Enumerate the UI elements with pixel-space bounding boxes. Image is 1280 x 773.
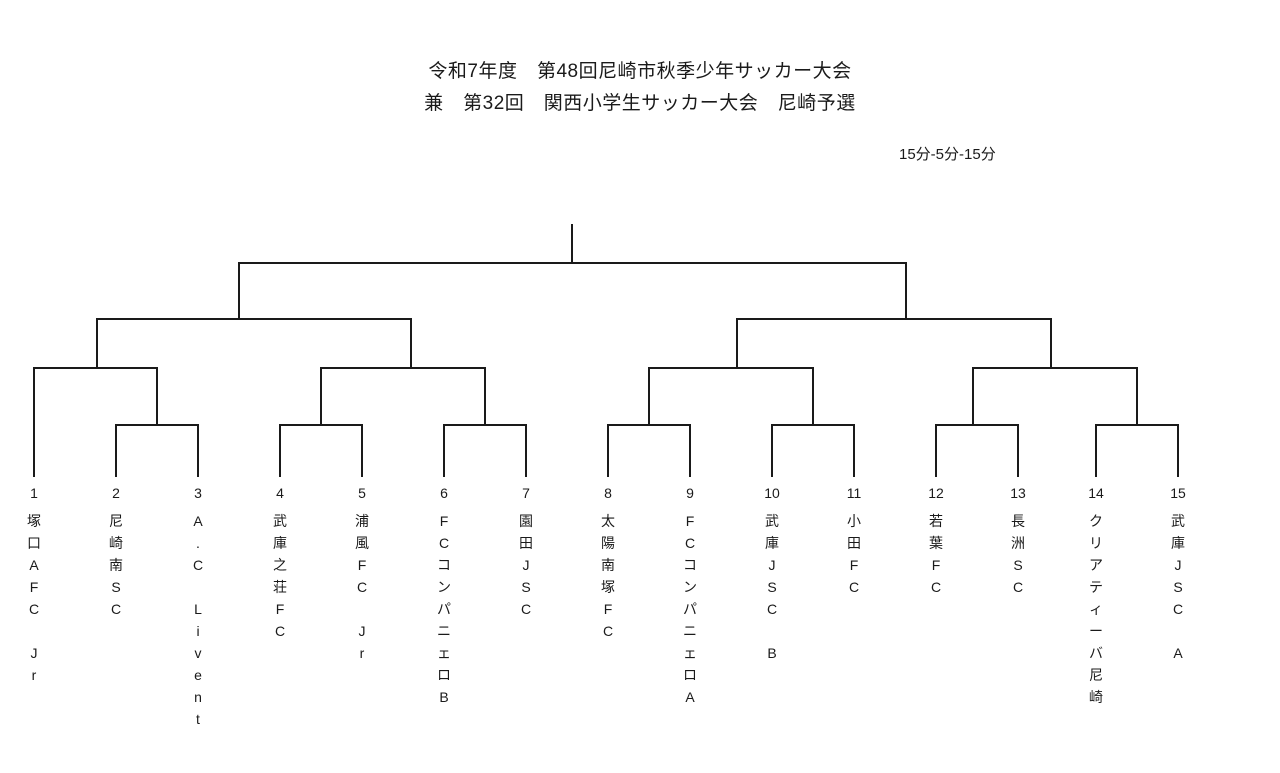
semifinal-2-left-drop [736, 318, 738, 369]
seed-10-number: 10 [764, 485, 780, 501]
seed-5-number: 5 [358, 485, 366, 501]
quarterfinal-3-right-drop [812, 367, 814, 426]
round1-match-10v11-bar [771, 424, 855, 426]
round1-match-10v11-right-drop [853, 424, 855, 477]
seed-12[interactable]: 12 若 葉 F C [913, 484, 959, 598]
seed-6[interactable]: 6 F C コ ン パ ニ ェ ロ B [421, 484, 467, 708]
quarterfinal-3-bar [648, 367, 814, 369]
seed-12-name: 若 葉 F C [929, 513, 943, 595]
semifinal-1-left-drop [96, 318, 98, 369]
round1-match-2v3-left-drop [115, 424, 117, 477]
round1-match-8v9-left-drop [607, 424, 609, 477]
round1-match-8v9-bar [607, 424, 691, 426]
seed-11[interactable]: 11 小 田 F C [831, 484, 877, 598]
seed-9-name: F C コ ン パ ニ ェ ロ A [683, 513, 697, 705]
semifinal-2-right-drop [1050, 318, 1052, 369]
seed-1[interactable]: 1 塚 口 A F C J r [11, 484, 57, 686]
semifinal-2-bar [736, 318, 1052, 320]
quarterfinal-4-bar [972, 367, 1138, 369]
round1-match-2v3-right-drop [197, 424, 199, 477]
round1-match-6v7-left-drop [443, 424, 445, 477]
seed-7-name: 園 田 J S C [519, 513, 533, 617]
quarterfinal-4-right-drop [1136, 367, 1138, 426]
seed-13-number: 13 [1010, 485, 1026, 501]
round1-match-4v5-bar [279, 424, 363, 426]
final-left-drop [238, 262, 240, 320]
seed-6-name: F C コ ン パ ニ ェ ロ B [437, 513, 451, 705]
seed-4-name: 武 庫 之 荘 F C [273, 513, 287, 639]
seed-14-number: 14 [1088, 485, 1104, 501]
seed-6-number: 6 [440, 485, 448, 501]
seed-2-name: 尼 崎 南 S C [109, 513, 123, 617]
seed-12-number: 12 [928, 485, 944, 501]
round1-match-12v13-left-drop [935, 424, 937, 477]
seed-9-number: 9 [686, 485, 694, 501]
seed-8-number: 8 [604, 485, 612, 501]
round1-match-14v15-bar [1095, 424, 1179, 426]
seed-8[interactable]: 8 太 陽 南 塚 F C [585, 484, 631, 642]
seed-8-name: 太 陽 南 塚 F C [601, 513, 615, 639]
title-line-2: 兼 第32回 関西小学生サッカー大会 尼崎予選 [424, 93, 856, 114]
semifinal-1-bar [96, 318, 412, 320]
seed-7-number: 7 [522, 485, 530, 501]
seed-4-number: 4 [276, 485, 284, 501]
round1-match-6v7-bar [443, 424, 527, 426]
round1-match-14v15-right-drop [1177, 424, 1179, 477]
seed-3-name: A . C L i v e n t [192, 513, 204, 727]
seed-14-name: ク リ ア テ ィ ー バ 尼 崎 [1089, 513, 1103, 705]
round1-match-6v7-right-drop [525, 424, 527, 477]
round1-match-2v3-bar [115, 424, 199, 426]
page-title: 令和7年度 第48回尼崎市秋季少年サッカー大会 兼 第32回 関西小学生サッカー… [0, 56, 1280, 120]
seed-2[interactable]: 2 尼 崎 南 S C [93, 484, 139, 620]
round1-match-4v5-left-drop [279, 424, 281, 477]
seed-15-name: 武 庫 J S C A [1171, 513, 1185, 661]
seed-14[interactable]: 14 ク リ ア テ ィ ー バ 尼 崎 [1073, 484, 1119, 708]
quarterfinal-2-right-drop [484, 367, 486, 426]
seed-3[interactable]: 3 A . C L i v e n t [175, 484, 221, 730]
final-right-drop [905, 262, 907, 320]
quarterfinal-3-left-drop [648, 367, 650, 426]
seed-10-name: 武 庫 J S C B [765, 513, 779, 661]
quarterfinal-1-right-drop [156, 367, 158, 426]
round1-match-12v13-right-drop [1017, 424, 1019, 477]
quarterfinal-1-left-drop [33, 367, 35, 477]
seed-5[interactable]: 5 浦 風 F C J r [339, 484, 385, 664]
seed-1-name: 塚 口 A F C J r [27, 513, 41, 683]
seed-3-number: 3 [194, 485, 202, 501]
match-format-text: 15分-5分-15分 [899, 146, 996, 163]
champion-stem [571, 224, 573, 264]
seed-9[interactable]: 9 F C コ ン パ ニ ェ ロ A [667, 484, 713, 708]
title-line-1: 令和7年度 第48回尼崎市秋季少年サッカー大会 [428, 61, 852, 82]
round1-match-4v5-right-drop [361, 424, 363, 477]
round1-match-14v15-left-drop [1095, 424, 1097, 477]
seed-11-number: 11 [846, 485, 862, 501]
quarterfinal-2-left-drop [320, 367, 322, 426]
round1-match-8v9-right-drop [689, 424, 691, 477]
seed-15-number: 15 [1170, 485, 1186, 501]
seed-11-name: 小 田 F C [847, 513, 861, 595]
final-bar [238, 262, 907, 264]
semifinal-1-right-drop [410, 318, 412, 369]
seed-10[interactable]: 10 武 庫 J S C B [749, 484, 795, 664]
seed-4[interactable]: 4 武 庫 之 荘 F C [257, 484, 303, 642]
seed-2-number: 2 [112, 485, 120, 501]
quarterfinal-2-bar [320, 367, 486, 369]
quarterfinal-4-left-drop [972, 367, 974, 426]
seed-7[interactable]: 7 園 田 J S C [503, 484, 549, 620]
seed-15[interactable]: 15 武 庫 J S C A [1155, 484, 1201, 664]
round1-match-12v13-bar [935, 424, 1019, 426]
quarterfinal-1-bar [33, 367, 158, 369]
seed-13[interactable]: 13 長 洲 S C [995, 484, 1041, 598]
seed-5-name: 浦 風 F C J r [355, 513, 369, 661]
seed-13-name: 長 洲 S C [1011, 513, 1025, 595]
round1-match-10v11-left-drop [771, 424, 773, 477]
seed-1-number: 1 [30, 485, 38, 501]
